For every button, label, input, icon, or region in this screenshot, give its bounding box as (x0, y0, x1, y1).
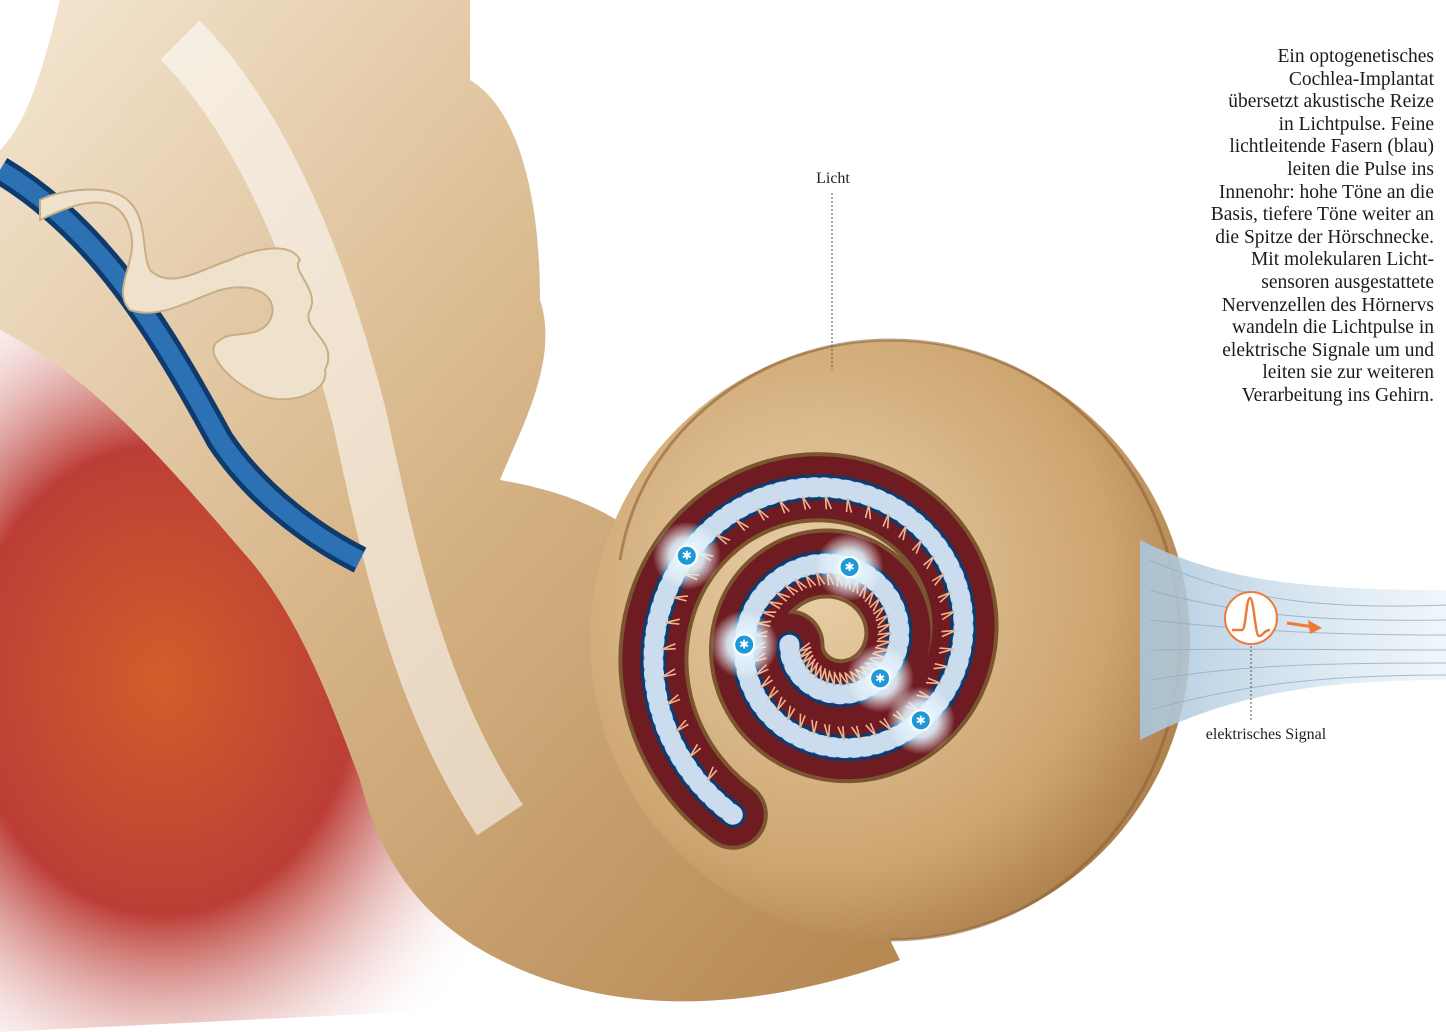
caption-line: Innenohr: hohe Töne an die (1134, 182, 1434, 205)
caption-line: Verarbeitung ins Gehirn. (1134, 385, 1434, 408)
caption-line: sensoren ausgestattete (1134, 272, 1434, 295)
auditory-nerve (1140, 540, 1446, 740)
caption-line: lichtleitende Fasern (blau) (1134, 136, 1434, 159)
caption-line: elektrische Signale um und (1134, 340, 1434, 363)
caption-line: in Lichtpulse. Feine (1134, 114, 1434, 137)
caption-line: die Spitze der Hörschnecke. (1134, 227, 1434, 250)
caption-line: Mit molekularen Licht- (1134, 249, 1434, 272)
caption-line: Ein optogenetisches (1134, 46, 1434, 69)
label-elektrisches-signal: elektrisches Signal (1206, 726, 1327, 743)
caption-line: wandeln die Lichtpulse in (1134, 317, 1434, 340)
light-star-icon: ✱ (916, 713, 926, 727)
caption-line: Nervenzellen des Hörnervs (1134, 295, 1434, 318)
light-star-icon: ✱ (845, 560, 855, 574)
light-star-icon: ✱ (682, 549, 692, 563)
caption-line: leiten sie zur weiteren (1134, 362, 1434, 385)
caption-line: leiten die Pulse ins (1134, 159, 1434, 182)
caption-line: übersetzt akustische Reize (1134, 91, 1434, 114)
caption-line: Cochlea-Implantat (1134, 69, 1434, 92)
light-star-icon: ✱ (875, 671, 885, 685)
electrical-signal-icon (1225, 592, 1277, 644)
caption-line: Basis, tiefere Töne weiter an (1134, 204, 1434, 227)
label-licht: Licht (816, 170, 850, 187)
light-star-icon: ✱ (739, 638, 749, 652)
